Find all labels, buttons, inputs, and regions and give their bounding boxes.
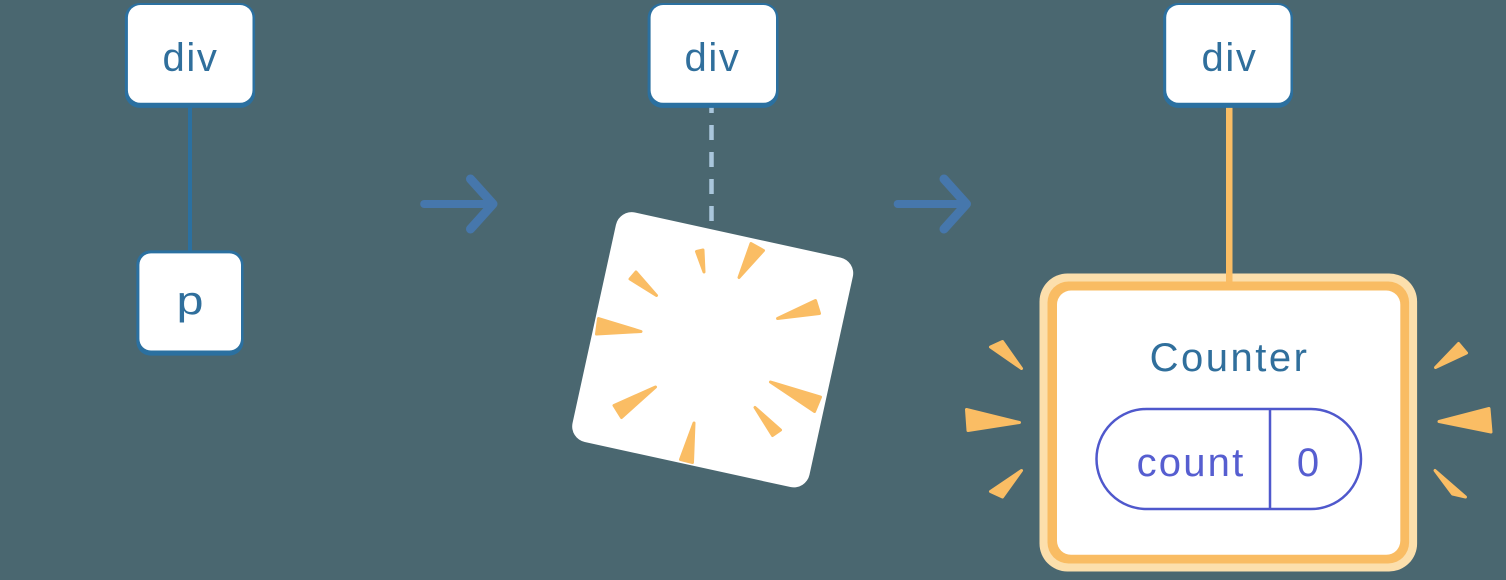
svg-text:div: div (163, 36, 219, 80)
svg-text:p: p (177, 279, 204, 323)
svg-text:0: 0 (1297, 441, 1319, 485)
svg-text:Counter: Counter (1150, 336, 1310, 380)
svg-text:count: count (1137, 441, 1246, 485)
svg-text:div: div (1202, 36, 1258, 80)
svg-text:div: div (685, 36, 741, 80)
